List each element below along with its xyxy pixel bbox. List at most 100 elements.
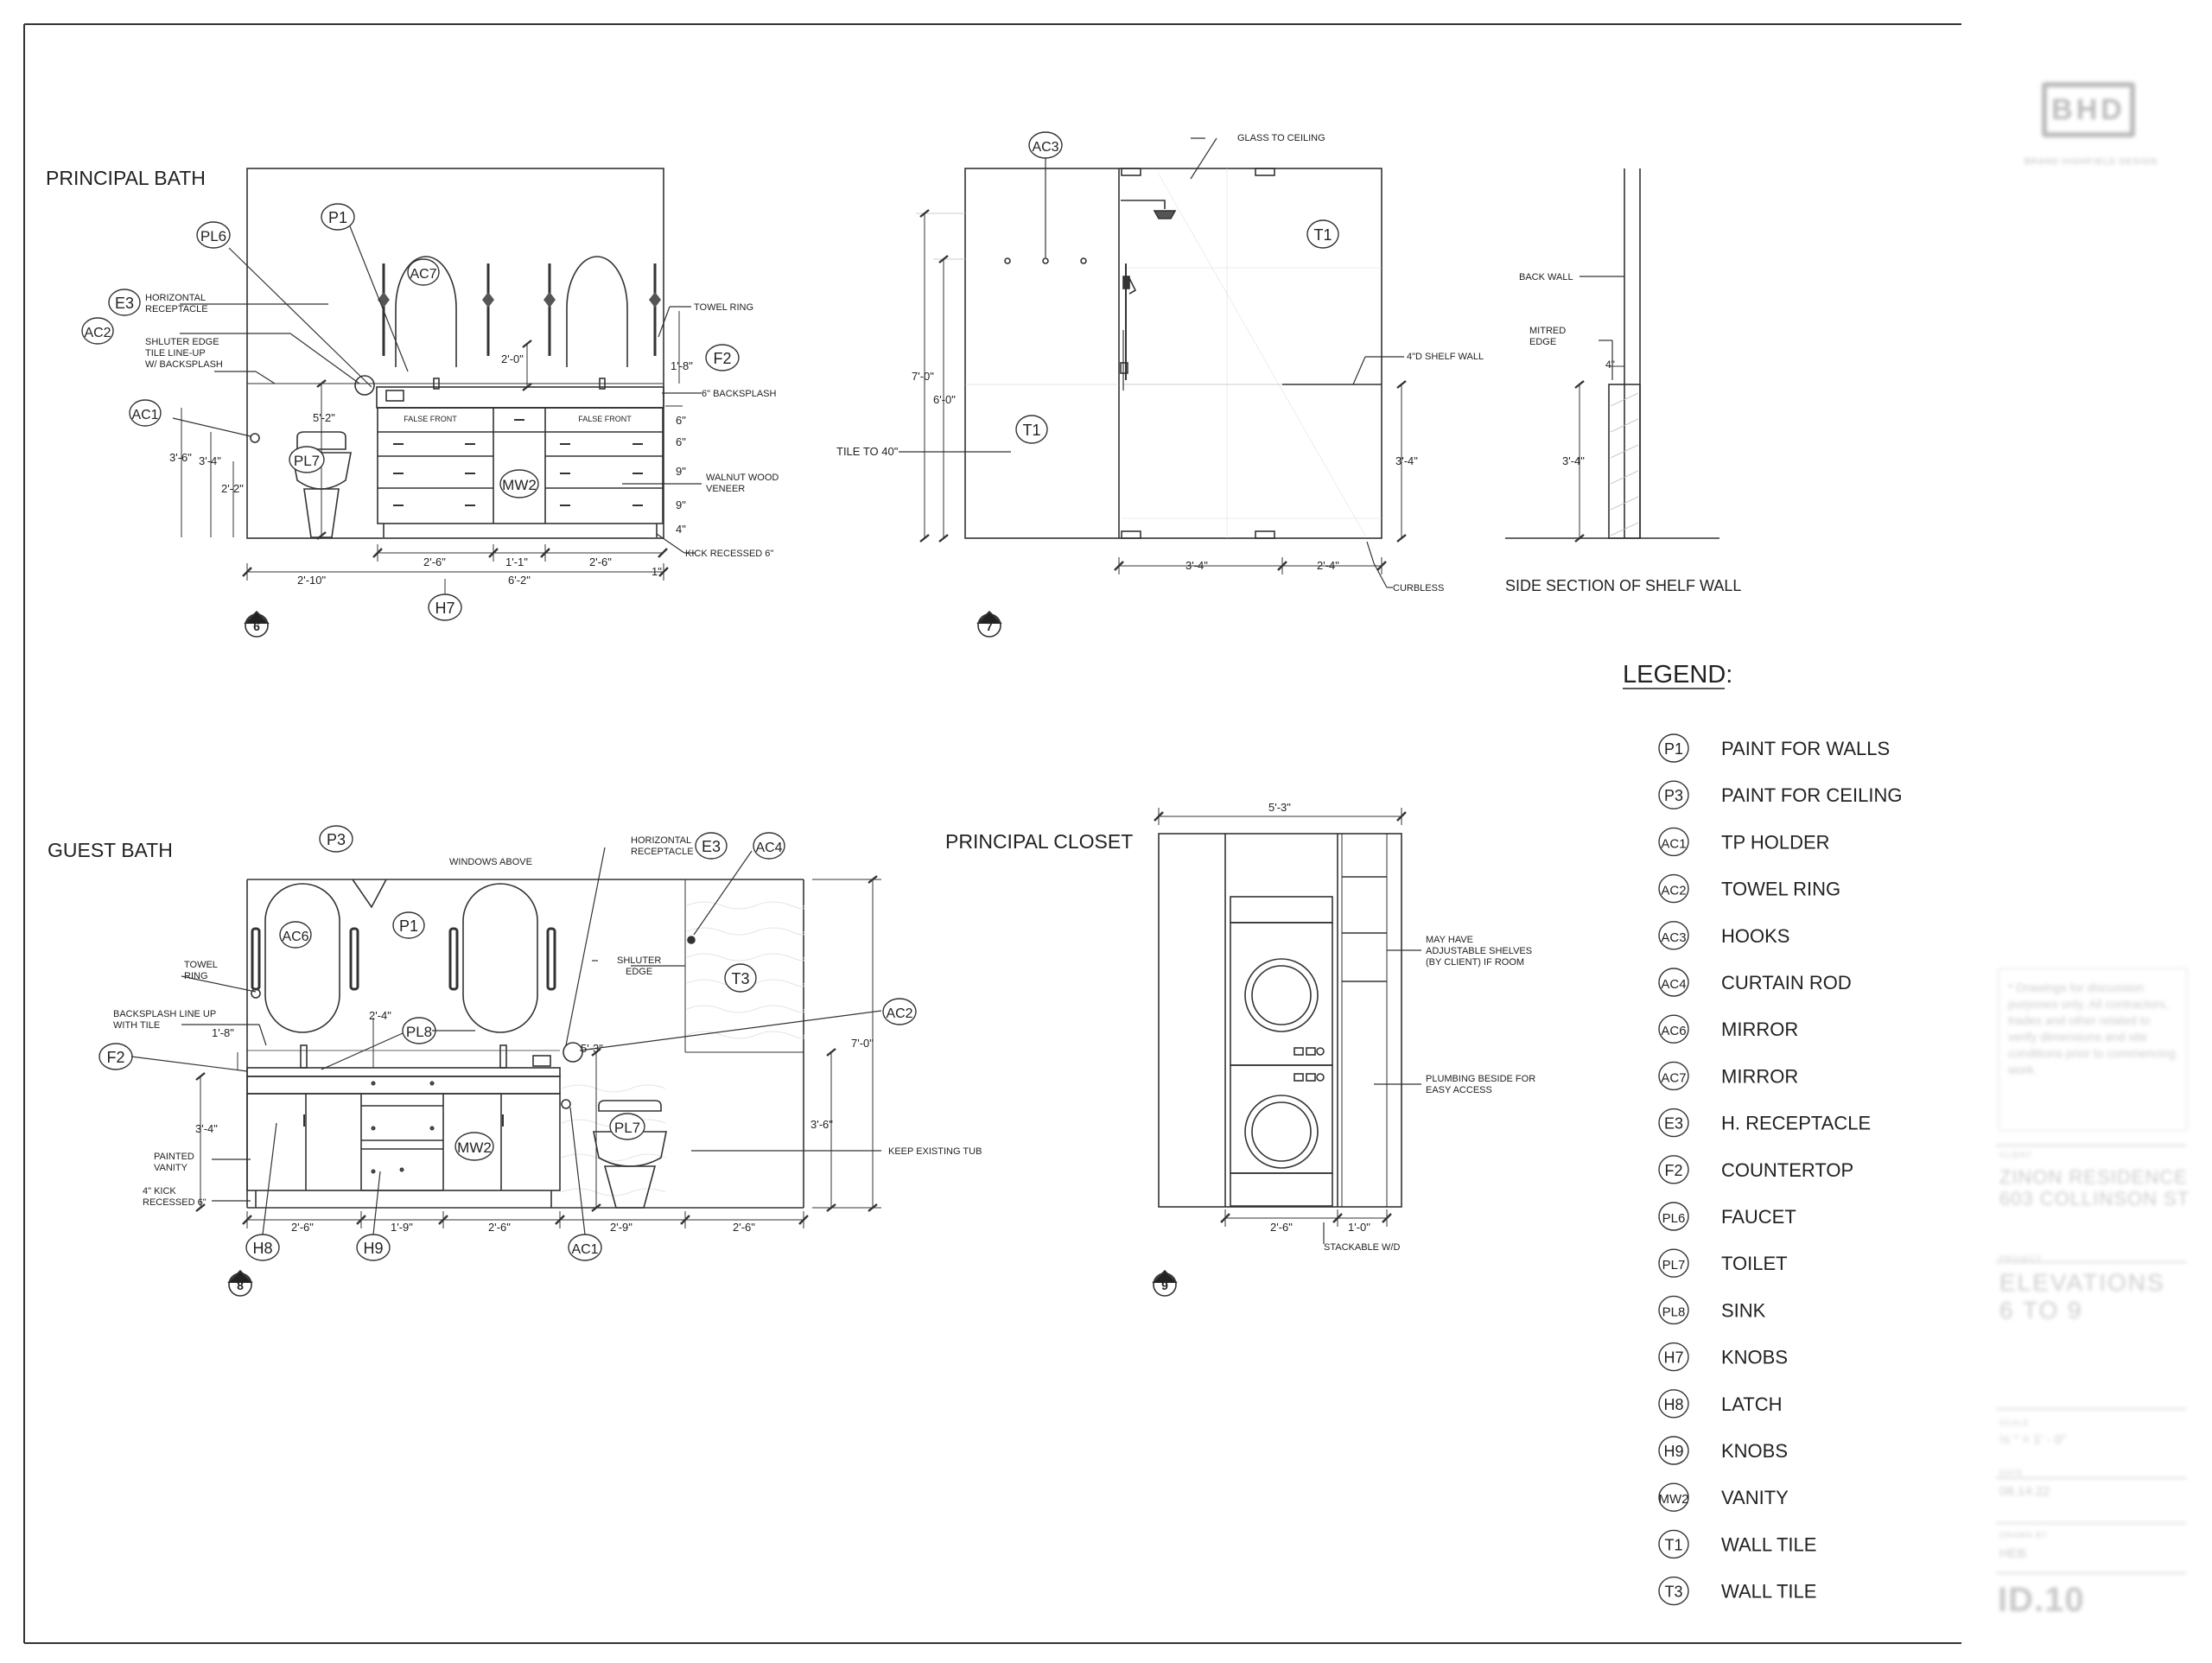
legend-tag: F2 <box>1664 1162 1682 1179</box>
svg-text:AC1: AC1 <box>571 1242 598 1257</box>
dim-2-6-b: 2'-6" <box>589 555 612 568</box>
note-walnut-line2: VENEER <box>706 484 745 494</box>
note-shelves-line3: (BY CLIENT) IF ROOM <box>1426 957 1524 968</box>
note-curbless: CURBLESS <box>1393 583 1444 593</box>
note-schluter-guest-line2: EDGE <box>626 967 652 977</box>
svg-text:T1: T1 <box>1022 422 1040 439</box>
note-horizontal-receptacle-line2: RECEPTACLE <box>145 304 208 314</box>
note-kick-guest-line1: 4" KICK <box>143 1186 176 1196</box>
scale-label: SCALE <box>1999 1419 2030 1427</box>
dim-6-0: 6'-0" <box>933 393 956 406</box>
dim-guest-1-9: 1'-9" <box>391 1221 413 1234</box>
svg-text:PL7: PL7 <box>294 453 320 469</box>
dim-guest-1-8: 1'-8" <box>212 1026 234 1039</box>
svg-text:MW2: MW2 <box>457 1139 492 1156</box>
dim-guest-2-6-b: 2'-6" <box>488 1221 511 1234</box>
dim-guest-2-6-c: 2'-6" <box>733 1221 755 1234</box>
guest-bath-title: GUEST BATH <box>48 839 173 861</box>
svg-text:PL6: PL6 <box>200 228 226 244</box>
legend-label: HOOKS <box>1721 925 1789 947</box>
svg-text:H9: H9 <box>363 1240 383 1257</box>
drawn-by-label: DRAWN BY <box>1999 1531 2049 1539</box>
divider <box>1996 1477 2186 1479</box>
dim-6-2: 6'-2" <box>508 574 531 587</box>
svg-text:PL8: PL8 <box>406 1024 432 1040</box>
client-line1: ZINON RESIDENCE <box>1999 1166 2188 1188</box>
note-mitred-line1: MITRED <box>1529 326 1566 336</box>
date-value: 08.14.22 <box>1999 1484 2050 1499</box>
note-backsplash: 6" BACKSPLASH <box>702 389 776 399</box>
note-backsplash-guest-line2: WITH TILE <box>113 1020 160 1031</box>
false-front-right: FALSE FRONT <box>578 415 632 423</box>
legend-label: FAUCET <box>1721 1206 1796 1228</box>
legend-tag-bubble <box>1658 733 1689 763</box>
legend-item: T3 WALL TILE <box>1658 1576 1816 1606</box>
title-block: BHD BRAND HIGHFIELD DESIGN * Drawings fo… <box>1987 43 2195 1641</box>
shower-labels: AC3 T1 T1 GLASS TO CEILING 4"D SHELF WAL… <box>836 131 1484 633</box>
dim-guest-5-3: 5'-3" <box>581 1042 603 1055</box>
note-backsplash-guest-line1: BACKSPLASH LINE UP <box>113 1009 216 1019</box>
tag-ac6: AC6 <box>279 921 312 949</box>
note-painted-vanity-line1: PAINTED <box>154 1152 194 1162</box>
tag-ac2-guest: AC2 <box>882 998 917 1025</box>
legend-label: WALL TILE <box>1721 1581 1816 1603</box>
legend-label: CURTAIN ROD <box>1721 972 1852 993</box>
legend-label: MIRROR <box>1721 1065 1798 1087</box>
dim-3-4-right: 3'-4" <box>1395 454 1418 467</box>
note-painted-vanity-line2: VANITY <box>154 1163 188 1173</box>
legend-label: SINK <box>1721 1299 1766 1321</box>
tag-f2-guest: F2 <box>99 1043 133 1070</box>
tag-t1-upper: T1 <box>1306 219 1339 249</box>
tag-ac3: AC3 <box>1028 131 1063 159</box>
svg-text:T1: T1 <box>1313 226 1332 244</box>
svg-text:AC6: AC6 <box>282 930 308 944</box>
shower-elevation <box>899 137 1407 638</box>
legend-label: PAINT FOR WALLS <box>1721 738 1890 759</box>
legend-tag: PL7 <box>1662 1258 1686 1273</box>
legend-label: MIRROR <box>1721 1019 1798 1040</box>
note-schluter-line3: W/ BACKSPLASH <box>145 359 223 370</box>
shelf-section-labels: BACK WALL MITRED EDGE 4" 3'-4" SIDE SECT… <box>1505 272 1741 594</box>
tag-ac4: AC4 <box>753 832 785 860</box>
legend-tag-bubble <box>1658 1436 1689 1465</box>
tag-f2: F2 <box>705 344 740 371</box>
tag-ac1-guest: AC1 <box>568 1234 602 1261</box>
dim-guest-2-4: 2'-4" <box>369 1009 391 1022</box>
legend-tag: PL6 <box>1662 1211 1686 1226</box>
legend-tag-bubble <box>1658 1155 1689 1184</box>
svg-text:AC2: AC2 <box>84 326 111 340</box>
principal-closet-title: PRINCIPAL CLOSET <box>945 830 1133 853</box>
tag-pl7: PL7 <box>289 446 325 473</box>
svg-text:AC3: AC3 <box>1032 140 1058 155</box>
tag-p1: P1 <box>321 203 355 231</box>
dim-3-6: 3'-6" <box>169 451 192 464</box>
divider <box>1996 1145 2186 1146</box>
legend-tag-bubble <box>1658 968 1689 997</box>
legend-label: KNOBS <box>1721 1347 1788 1368</box>
project-line2: 6 TO 9 <box>1999 1297 2083 1323</box>
tag-ac7: AC7 <box>407 258 440 286</box>
svg-text:AC2: AC2 <box>886 1006 912 1021</box>
note-horizontal-receptacle-guest-line2: RECEPTACLE <box>631 847 694 857</box>
note-horizontal-receptacle-guest-line1: HORIZONTAL <box>631 835 691 846</box>
legend-label: PAINT FOR CEILING <box>1721 784 1902 806</box>
note-schluter-line1: SHLUTER EDGE <box>145 337 219 347</box>
tag-p3: P3 <box>319 825 353 853</box>
dim-5-2: 5'-2" <box>313 411 335 424</box>
legend-tag-bubble <box>1658 1529 1689 1559</box>
dim-6-b: 6" <box>676 435 686 448</box>
legend-label: WALL TILE <box>1721 1533 1816 1555</box>
legend-tag: T3 <box>1664 1584 1682 1601</box>
tag-mw2: MW2 <box>499 469 539 498</box>
svg-text:E3: E3 <box>115 295 134 312</box>
client-line2: 603 COLLINSON ST <box>1999 1188 2190 1209</box>
svg-text:E3: E3 <box>702 838 721 855</box>
view-number-9: 9 <box>1161 1279 1168 1292</box>
legend-tag: MW2 <box>1659 1492 1689 1507</box>
